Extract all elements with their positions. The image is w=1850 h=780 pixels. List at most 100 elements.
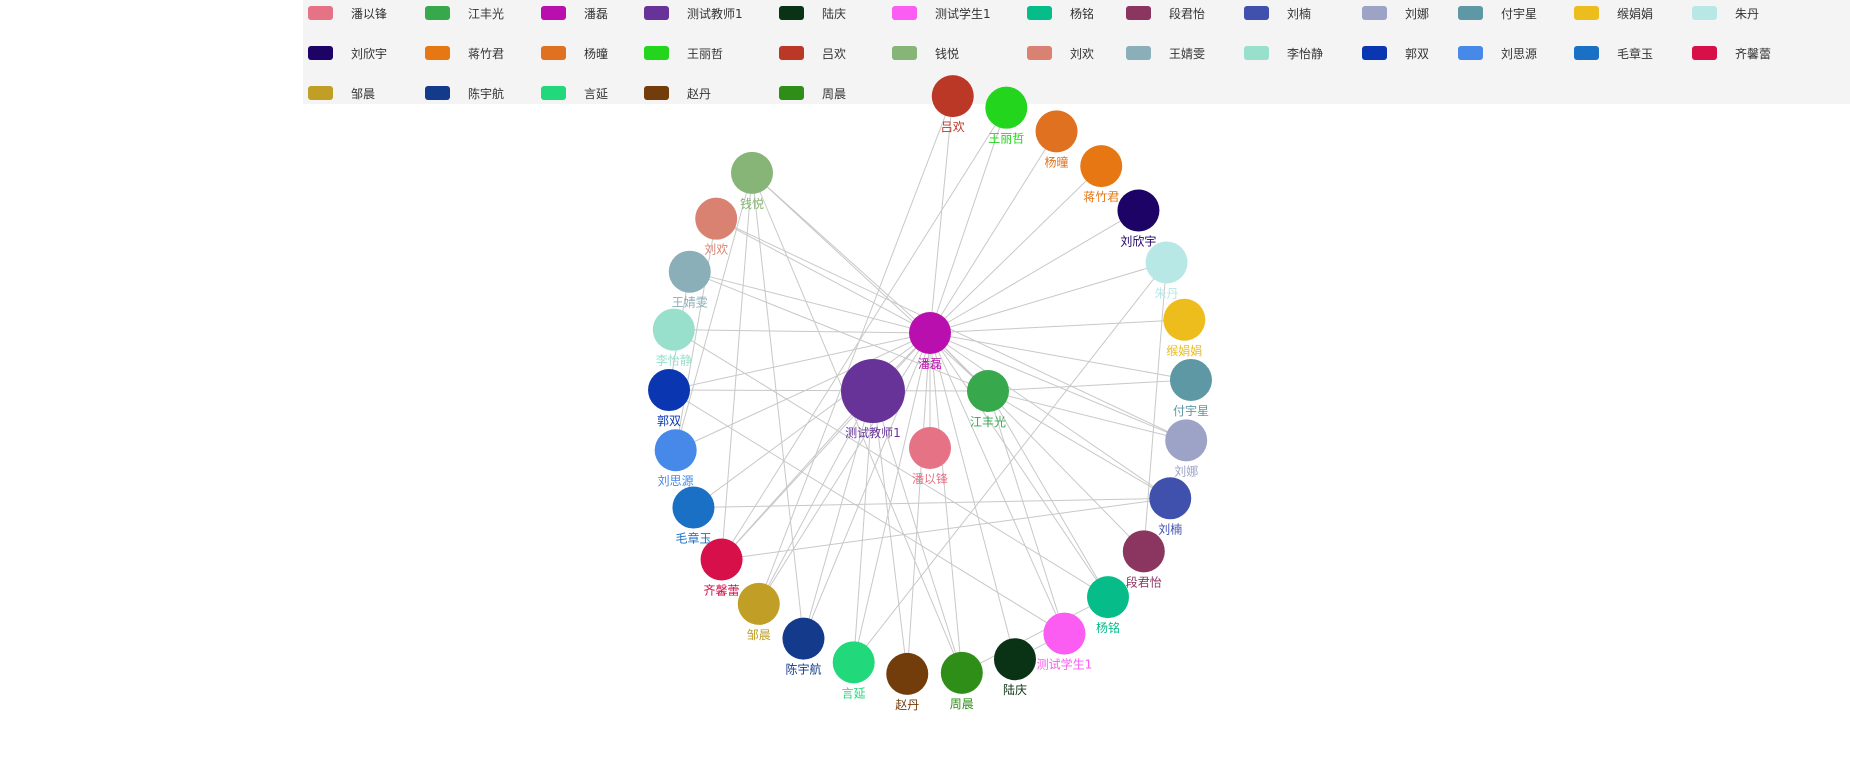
graph-node[interactable]: 陈宇航 (782, 617, 825, 677)
graph-node[interactable]: 刘娜 (1165, 419, 1208, 478)
graph-node-circle[interactable] (1122, 530, 1165, 573)
graph-node[interactable]: 潘磊 (909, 312, 951, 371)
graph-node[interactable]: 郭双 (648, 369, 691, 428)
graph-node[interactable]: 缑娟娟 (1163, 298, 1206, 358)
legend-item[interactable]: 吕欢 (779, 45, 846, 61)
legend-item[interactable]: 李怡静 (1244, 45, 1323, 61)
legend-item[interactable]: 潘以锋 (308, 5, 387, 21)
graph-node[interactable]: 齐馨蕾 (700, 538, 743, 598)
graph-node-circle[interactable] (909, 427, 951, 469)
graph-edge (929, 107, 1007, 334)
legend-swatch (425, 6, 450, 20)
legend-item[interactable]: 钱悦 (892, 45, 959, 61)
graph-node[interactable]: 刘楠 (1149, 477, 1192, 536)
legend-item[interactable]: 潘磊 (541, 5, 608, 21)
graph-node[interactable]: 周晨 (940, 651, 983, 711)
legend-item[interactable]: 刘欢 (1027, 45, 1094, 61)
legend-item[interactable]: 王丽哲 (644, 45, 723, 61)
graph-node[interactable]: 杨曈 (1035, 110, 1078, 169)
legend-swatch (1027, 46, 1052, 60)
graph-node-circle[interactable] (940, 651, 983, 694)
legend-item[interactable]: 刘娜 (1362, 5, 1429, 21)
legend-item[interactable]: 赵丹 (644, 85, 711, 101)
graph-node-circle[interactable] (841, 359, 905, 423)
graph-node-circle[interactable] (1087, 576, 1130, 619)
graph-node[interactable]: 言延 (832, 641, 875, 700)
legend-item[interactable]: 齐馨蕾 (1692, 45, 1771, 61)
legend-item[interactable]: 测试教师1 (644, 5, 743, 21)
legend-item[interactable]: 刘楠 (1244, 5, 1311, 21)
legend-item[interactable]: 陈宇航 (425, 85, 504, 101)
graph-node-circle[interactable] (700, 538, 743, 581)
legend-item[interactable]: 陆庆 (779, 5, 846, 21)
legend-item[interactable]: 朱丹 (1692, 5, 1759, 21)
graph-node-circle[interactable] (695, 197, 738, 240)
graph-node-circle[interactable] (668, 250, 711, 293)
graph-node[interactable]: 测试教师1 (841, 359, 905, 440)
graph-node[interactable]: 测试学生1 (1037, 612, 1093, 672)
graph-node[interactable]: 段君怡 (1122, 530, 1165, 589)
legend-item[interactable]: 邹晨 (308, 85, 375, 101)
graph-node-circle[interactable] (886, 652, 929, 695)
graph-node-label: 刘欢 (704, 242, 728, 257)
legend-item[interactable]: 周晨 (779, 85, 846, 101)
graph-node-circle[interactable] (737, 582, 780, 625)
graph-node-circle[interactable] (1117, 189, 1160, 232)
graph-node[interactable]: 邹晨 (737, 582, 780, 642)
graph-node[interactable]: 朱丹 (1145, 241, 1188, 300)
graph-node-circle[interactable] (1169, 358, 1212, 401)
graph-node[interactable]: 刘思源 (654, 429, 697, 488)
graph-node-circle[interactable] (782, 617, 825, 660)
graph-node[interactable]: 刘欢 (695, 197, 738, 257)
graph-node-circle[interactable] (967, 370, 1009, 412)
graph-node-circle[interactable] (985, 86, 1028, 129)
legend-item[interactable]: 杨曈 (541, 45, 608, 61)
graph-node-circle[interactable] (1149, 477, 1192, 520)
graph-node[interactable]: 钱悦 (730, 151, 773, 211)
graph-node[interactable]: 江丰光 (967, 370, 1009, 429)
graph-node-circle[interactable] (652, 308, 695, 351)
graph-edge (1143, 262, 1168, 552)
graph-node[interactable]: 王婧雯 (668, 250, 711, 310)
graph-node-circle[interactable] (730, 151, 773, 194)
legend-item[interactable]: 江丰光 (425, 5, 504, 21)
graph-node-circle[interactable] (672, 486, 715, 529)
graph-node[interactable]: 刘欣宇 (1117, 189, 1160, 248)
legend-swatch (308, 86, 333, 100)
graph-node-circle[interactable] (654, 429, 697, 472)
graph-node[interactable]: 赵丹 (886, 652, 929, 712)
graph-node-circle[interactable] (1165, 419, 1208, 462)
graph-node[interactable]: 付宇星 (1169, 358, 1212, 418)
graph-node[interactable]: 陆庆 (993, 638, 1036, 697)
graph-node[interactable]: 李怡静 (652, 308, 695, 368)
graph-node-circle[interactable] (909, 312, 951, 354)
graph-node[interactable]: 吕欢 (931, 75, 974, 134)
graph-node[interactable]: 王丽哲 (985, 86, 1028, 146)
legend-item[interactable]: 缑娟娟 (1574, 5, 1653, 21)
graph-node-circle[interactable] (1145, 241, 1188, 284)
graph-node-circle[interactable] (993, 638, 1036, 681)
graph-node[interactable]: 毛章玉 (672, 486, 715, 546)
graph-node-circle[interactable] (931, 75, 974, 118)
legend-item[interactable]: 郭双 (1362, 45, 1429, 61)
graph-node-circle[interactable] (648, 369, 691, 412)
legend-item[interactable]: 王婧雯 (1126, 45, 1205, 61)
graph-node[interactable]: 杨铭 (1087, 576, 1130, 635)
legend-item[interactable]: 测试学生1 (892, 5, 991, 21)
legend-item[interactable]: 言延 (541, 85, 608, 101)
legend-item[interactable]: 段君怡 (1126, 5, 1205, 21)
legend-item[interactable]: 刘欣宇 (308, 45, 387, 61)
legend-item[interactable]: 蒋竹君 (425, 45, 504, 61)
graph-node[interactable]: 潘以锋 (909, 427, 951, 486)
graph-node-circle[interactable] (1080, 145, 1123, 188)
legend-item[interactable]: 付宇星 (1458, 5, 1537, 21)
graph-node-circle[interactable] (1163, 298, 1206, 341)
graph-node[interactable]: 蒋竹君 (1080, 145, 1123, 204)
graph-node-circle[interactable] (1035, 110, 1078, 153)
legend-item[interactable]: 刘思源 (1458, 45, 1537, 61)
graph-node-circle[interactable] (1043, 612, 1086, 655)
graph-node-circle[interactable] (832, 641, 875, 684)
legend-item[interactable]: 杨铭 (1027, 5, 1094, 21)
legend-item[interactable]: 毛章玉 (1574, 45, 1653, 61)
